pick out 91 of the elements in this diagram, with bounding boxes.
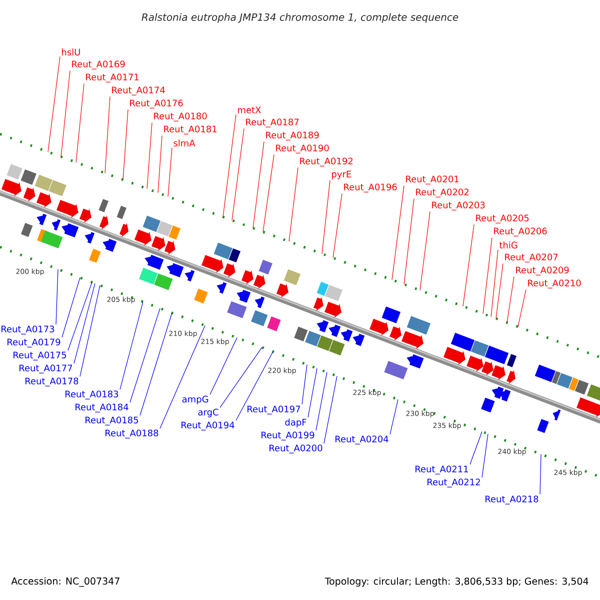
leader-line	[168, 147, 172, 197]
leader-line	[146, 122, 152, 189]
gene-label: Reut_A0206	[494, 228, 547, 236]
gene-label: Reut_A0187	[246, 118, 299, 128]
leader-line	[158, 135, 162, 194]
gene-label: Reut_A0211	[416, 466, 468, 474]
gene-label: ampG	[182, 396, 208, 404]
gene-label: Reut_A0178	[26, 378, 78, 386]
leader-line	[482, 434, 488, 478]
leader-line	[316, 372, 328, 431]
gene-label: Reut_A0194	[182, 422, 234, 430]
leader-line	[120, 302, 144, 390]
leader-line	[74, 283, 96, 364]
gene-label: Reut_A0201	[406, 176, 459, 184]
gene-label: Reut_A0196	[344, 184, 397, 192]
gene-label: Reut_A0218	[486, 496, 538, 504]
gene-label: Reut_A0190	[276, 144, 329, 154]
leader-line	[322, 180, 330, 254]
leader-line	[302, 364, 308, 405]
gene-label: dapF	[285, 418, 306, 428]
leader-line	[104, 96, 110, 174]
gene-label: Reut_A0171	[86, 74, 139, 82]
gene-label: Reut_A0169	[72, 60, 125, 70]
footer-text: Topology: circular; Length: 3,806,533 bp; Genes: 3,504	[324, 577, 588, 587]
leader-line	[222, 114, 236, 218]
leader-line	[232, 128, 244, 221]
leader-line	[130, 308, 160, 403]
leader-line	[252, 141, 264, 228]
leader-line	[220, 347, 262, 408]
gene-label: Reut_A0200	[270, 444, 322, 454]
leader-line	[506, 276, 514, 323]
leader-line	[288, 167, 298, 242]
title: Ralstonia eutropha JMP134 chromosome 1, complete sequence	[142, 13, 458, 23]
gene-label: Reut_A0197	[248, 406, 300, 414]
gene-label: Reut_A0185	[86, 416, 138, 426]
leader-line	[420, 211, 430, 290]
leader-line	[392, 185, 404, 280]
gene-label: Reut_A0192	[300, 158, 352, 166]
gene-label: Reut_A0176	[130, 100, 183, 108]
leader-line	[140, 312, 172, 416]
leader-line	[48, 56, 60, 152]
gene-label: Reut_A0210	[528, 280, 581, 288]
gene-label: Reut_A0205	[476, 214, 529, 224]
gene-label: thiG	[499, 242, 518, 248]
gene-label: Reut_A0188	[106, 430, 158, 438]
gene-label: Reut_A0212	[428, 478, 480, 488]
gene-label: Reut_A0179	[8, 338, 60, 348]
gene-label: hslU	[62, 48, 80, 56]
leader-line	[122, 109, 128, 180]
gene-label: Reut_A0204	[336, 436, 388, 444]
gene-label: Reut_A0209	[516, 266, 569, 276]
gene-label: metX	[238, 106, 261, 114]
leader-line	[308, 368, 318, 418]
leader-line	[262, 154, 274, 232]
leader-line	[462, 224, 474, 306]
leader-line	[518, 289, 526, 327]
gene-label: Reut_A0199	[262, 432, 314, 440]
leader-line	[496, 263, 504, 319]
gene-label: Reut_A0174	[112, 86, 165, 96]
leader-line	[160, 325, 206, 429]
gene-label: Reut_A0183	[66, 390, 118, 400]
leader-line	[56, 268, 58, 325]
gene-label: Reut_A0189	[266, 132, 319, 140]
leader-line	[332, 193, 342, 258]
gene-label: slmA	[174, 140, 196, 146]
gene-label: Reut_A0173	[2, 326, 54, 334]
gene-label: Reut_A0184	[76, 404, 128, 412]
leader-line	[76, 83, 84, 163]
gene-label: Reut_A0207	[505, 254, 558, 262]
leader-line	[210, 338, 238, 395]
leader-line	[324, 376, 338, 444]
gene-label: Reut_A0203	[432, 202, 485, 210]
leader-line	[540, 454, 542, 495]
leader-line	[482, 237, 492, 314]
leader-line	[236, 351, 274, 421]
leader-line	[470, 431, 482, 465]
footer-text: Accession: NC_007347	[11, 577, 120, 587]
gene-label: Reut_A0202	[416, 188, 468, 198]
gene-label: argC	[198, 408, 218, 418]
gene-label: pyrE	[332, 170, 352, 180]
leader-line	[68, 282, 92, 351]
gene-label: Reut_A0177	[20, 364, 72, 374]
gene-label: Reut_A0180	[154, 112, 207, 122]
leader-line	[390, 399, 398, 435]
leader-line	[404, 198, 414, 285]
leader-line	[62, 277, 80, 338]
leader-line	[60, 70, 70, 157]
leader-line	[490, 249, 498, 317]
leader-line	[80, 285, 100, 377]
gene-label: Reut_A0181	[164, 126, 217, 134]
gene-label: Reut_A0175	[14, 352, 66, 360]
